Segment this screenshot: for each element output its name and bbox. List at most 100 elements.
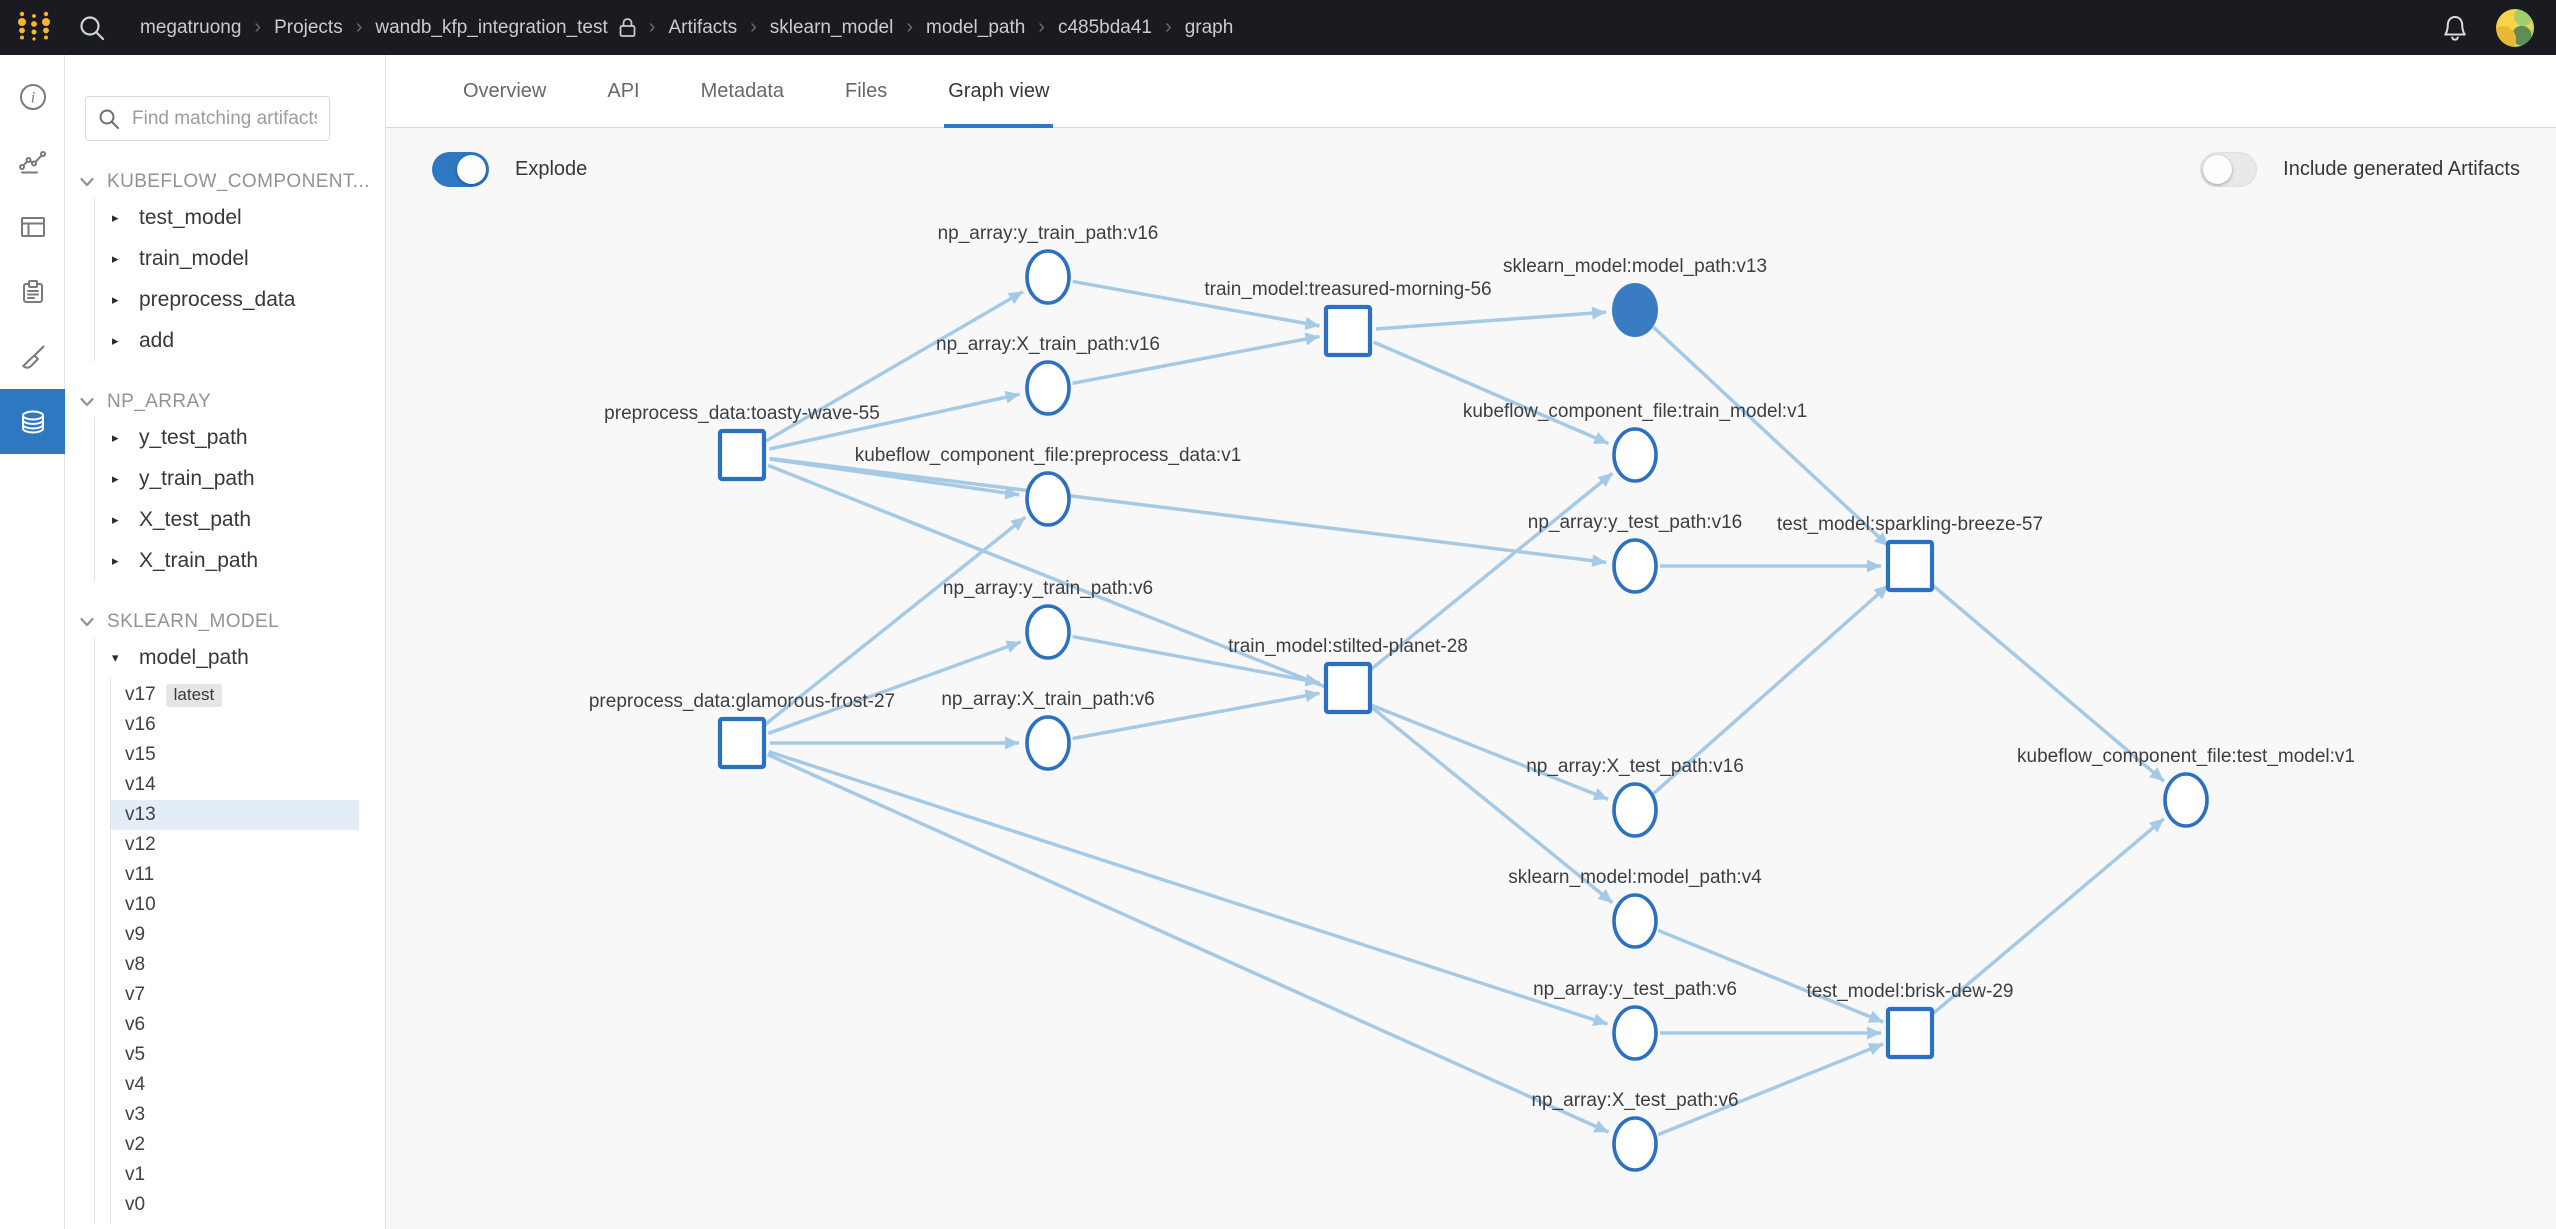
graph-node-run-stilted[interactable]: [1323, 661, 1373, 715]
tab-api[interactable]: API: [607, 79, 640, 102]
version-label: v17: [125, 684, 156, 705]
breadcrumb-item[interactable]: Artifacts: [668, 16, 738, 38]
graph-node-artifact-XTrain6[interactable]: [1025, 715, 1071, 771]
sidebar-item-model_path[interactable]: ▾model_path: [95, 637, 385, 678]
graph-node-artifact-XTrain16[interactable]: [1025, 360, 1071, 416]
artifact-search: [85, 96, 330, 141]
graph-node-artifact-model4[interactable]: [1612, 893, 1658, 949]
rail-table-icon[interactable]: [0, 194, 65, 259]
graph-canvas[interactable]: Explode Include generated Artifacts prep…: [386, 128, 2556, 1229]
graph-node-run-glamorous[interactable]: [717, 716, 767, 770]
tree-section-header[interactable]: KUBEFLOW_COMPONENT...: [65, 167, 385, 197]
section-label: SKLEARN_MODEL: [107, 611, 280, 632]
graph-node-run-toasty[interactable]: [717, 428, 767, 482]
version-row-v0[interactable]: v0: [111, 1190, 359, 1220]
version-row-v14[interactable]: v14: [111, 770, 359, 800]
sidebar-item-y_test_path[interactable]: ▸y_test_path: [95, 417, 385, 458]
graph-node-artifact-XTest16[interactable]: [1612, 782, 1658, 838]
expand-triangle-icon[interactable]: ▸: [112, 250, 119, 266]
wandb-logo-icon[interactable]: [14, 5, 56, 51]
breadcrumb-item[interactable]: model_path: [926, 16, 1026, 38]
version-row-v12[interactable]: v12: [111, 830, 359, 860]
tab-metadata[interactable]: Metadata: [700, 79, 784, 102]
expand-triangle-icon[interactable]: ▸: [112, 209, 119, 225]
include-generated-label: Include generated Artifacts: [2283, 158, 2520, 180]
version-row-v2[interactable]: v2: [111, 1130, 359, 1160]
breadcrumb-item[interactable]: wandb_kfp_integration_test: [375, 16, 608, 38]
rail-chart-icon[interactable]: [0, 129, 65, 194]
expand-triangle-icon[interactable]: ▸: [112, 429, 119, 445]
graph-edge-stilted-model4: [1368, 704, 1614, 905]
version-row-v16[interactable]: v16: [111, 710, 359, 740]
expand-triangle-icon[interactable]: ▸: [112, 470, 119, 486]
breadcrumb-item[interactable]: Projects: [274, 16, 343, 38]
breadcrumb-item[interactable]: megatruong: [140, 16, 242, 38]
sidebar-item-add[interactable]: ▸add: [95, 320, 385, 361]
sidebar-item-preprocess_data[interactable]: ▸preprocess_data: [95, 279, 385, 320]
breadcrumb-item[interactable]: c485bda41: [1057, 16, 1153, 38]
version-row-v4[interactable]: v4: [111, 1070, 359, 1100]
version-row-v9[interactable]: v9: [111, 920, 359, 950]
avatar[interactable]: [2496, 8, 2534, 47]
expand-triangle-icon[interactable]: ▸: [112, 332, 119, 348]
breadcrumb-separator: ›: [254, 16, 262, 38]
sidebar-item-X_train_path[interactable]: ▸X_train_path: [95, 540, 385, 581]
graph-node-artifact-yTrain6[interactable]: [1025, 604, 1071, 660]
collapse-triangle-icon[interactable]: ▾: [112, 649, 119, 665]
graph-node-artifact-yTest6[interactable]: [1612, 1005, 1658, 1061]
graph-node-artifact-kfPre[interactable]: [1025, 471, 1071, 527]
tree-section-header[interactable]: NP_ARRAY: [65, 387, 385, 417]
breadcrumb-separator: ›: [906, 16, 913, 38]
version-label: v9: [125, 924, 146, 945]
search-icon: [99, 109, 119, 129]
rail-brush-icon[interactable]: [0, 324, 65, 389]
version-row-v3[interactable]: v3: [111, 1100, 359, 1130]
rail-info-icon[interactable]: i: [0, 64, 65, 129]
graph-node-run-sparkling[interactable]: [1885, 539, 1935, 593]
rail-database-icon[interactable]: [0, 389, 65, 454]
version-row-v11[interactable]: v11: [111, 860, 359, 890]
search-input[interactable]: [130, 106, 319, 131]
graph-node-artifact-yTest16[interactable]: [1612, 538, 1658, 594]
breadcrumb-item[interactable]: graph: [1184, 16, 1234, 38]
version-row-v1[interactable]: v1: [111, 1160, 359, 1190]
graph-node-artifact-yTrain16[interactable]: [1025, 249, 1071, 305]
tab-overview[interactable]: Overview: [463, 79, 547, 102]
breadcrumb-item[interactable]: sklearn_model: [769, 16, 894, 38]
version-row-v13[interactable]: v13: [111, 800, 359, 830]
version-label: v13: [125, 804, 156, 825]
version-row-v8[interactable]: v8: [111, 950, 359, 980]
version-label: v7: [125, 984, 146, 1005]
version-row-v7[interactable]: v7: [111, 980, 359, 1010]
sidebar-item-X_test_path[interactable]: ▸X_test_path: [95, 499, 385, 540]
expand-triangle-icon[interactable]: ▸: [112, 511, 119, 527]
tab-files[interactable]: Files: [845, 79, 888, 102]
sidebar-item-train_model[interactable]: ▸train_model: [95, 238, 385, 279]
explode-toggle[interactable]: [432, 152, 489, 187]
graph-node-artifact-kfTrain[interactable]: [1612, 427, 1658, 483]
graph-node-artifact-model13-selected[interactable]: [1612, 283, 1658, 337]
graph-node-run-brisk[interactable]: [1885, 1006, 1935, 1060]
expand-triangle-icon[interactable]: ▸: [112, 291, 119, 307]
sidebar-item-test_model[interactable]: ▸test_model: [95, 197, 385, 238]
version-row-v6[interactable]: v6: [111, 1010, 359, 1040]
graph-node-run-treasured[interactable]: [1323, 304, 1373, 358]
graph-node-label: kubeflow_component_file:preprocess_data:…: [855, 445, 1242, 466]
version-label: v4: [125, 1074, 146, 1095]
rail-clipboard-icon[interactable]: [0, 259, 65, 324]
tab-graph-view[interactable]: Graph view: [944, 55, 1054, 128]
tree-section-header[interactable]: SKLEARN_MODEL: [65, 607, 385, 637]
lineage-graph[interactable]: preprocess_data:toasty-wave-55preprocess…: [386, 128, 2556, 1229]
search-icon[interactable]: [78, 14, 106, 42]
graph-node-artifact-kfTest[interactable]: [2163, 772, 2209, 828]
include-generated-toggle[interactable]: [2200, 152, 2258, 187]
sidebar-item-y_train_path[interactable]: ▸y_train_path: [95, 458, 385, 499]
version-row-v15[interactable]: v15: [111, 740, 359, 770]
version-row-v5[interactable]: v5: [111, 1040, 359, 1070]
bell-icon[interactable]: [2438, 10, 2472, 46]
version-row-v10[interactable]: v10: [111, 890, 359, 920]
toggle-knob: [2203, 155, 2233, 184]
graph-node-artifact-XTest6[interactable]: [1612, 1116, 1658, 1172]
expand-triangle-icon[interactable]: ▸: [112, 552, 119, 568]
